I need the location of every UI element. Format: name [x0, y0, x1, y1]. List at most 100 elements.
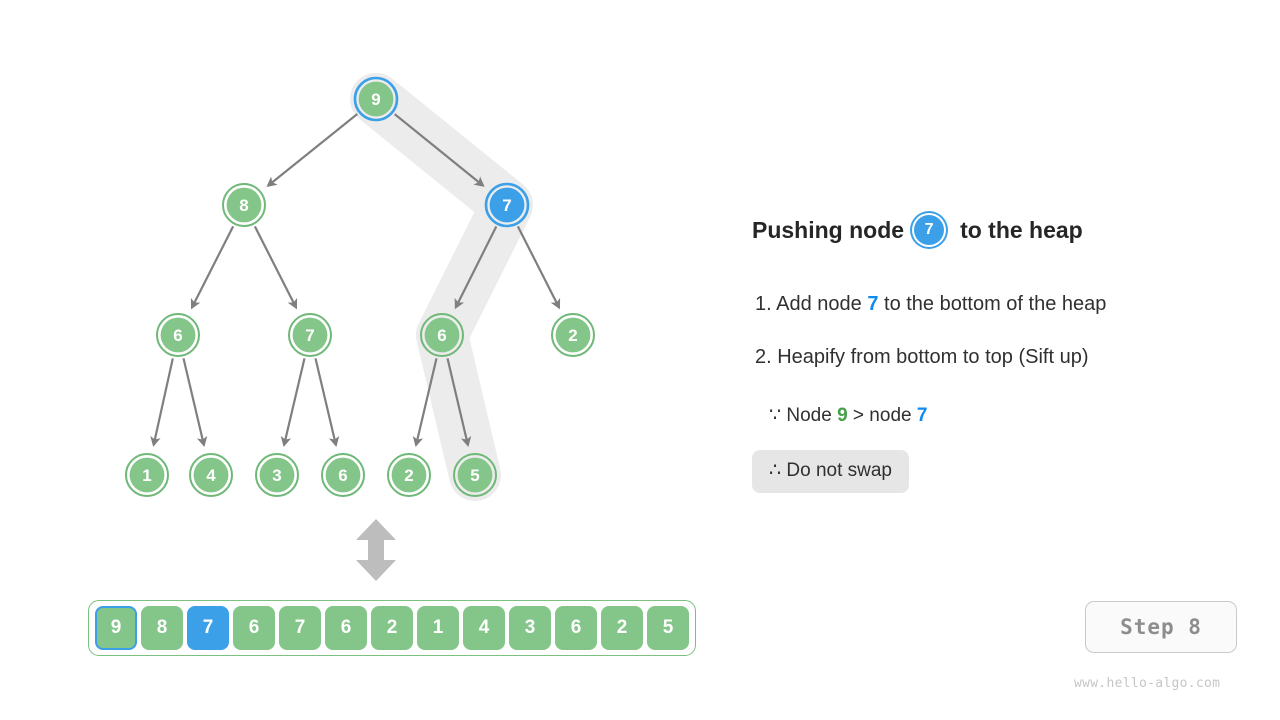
tree-edge	[454, 225, 498, 310]
node-body	[129, 457, 165, 493]
explanation-panel: Pushing node 7 to the heap 1. Add node 7…	[752, 0, 1252, 720]
tree-edge	[190, 225, 235, 310]
reason-prefix: Node	[781, 405, 838, 426]
reason-text: ∵ Node 9 > node 7	[769, 404, 927, 427]
heading-prefix: Pushing node	[752, 216, 905, 243]
node-body	[555, 317, 591, 353]
node-outer-ring	[156, 313, 200, 357]
node-body	[489, 187, 525, 223]
array-cell[interactable]: 6	[325, 606, 367, 650]
tree-node[interactable]: 6	[420, 313, 464, 357]
node-outer-ring	[387, 453, 431, 497]
reason-left-value: 9	[837, 405, 848, 426]
array-cell[interactable]: 3	[509, 606, 551, 650]
array-cell[interactable]: 2	[371, 606, 413, 650]
conclusion-label: Do not swap	[781, 460, 892, 481]
tree-edge	[412, 358, 438, 447]
node-outer-ring	[125, 453, 169, 497]
array-cell[interactable]: 9	[95, 606, 137, 650]
node-value: 9	[371, 90, 380, 109]
tree-edge	[516, 225, 561, 310]
tree-edge	[253, 225, 298, 310]
reason-operator: > node	[847, 405, 917, 426]
array-cell[interactable]: 7	[279, 606, 321, 650]
node-value: 2	[404, 466, 413, 485]
double-arrow-icon	[356, 519, 396, 581]
node-value: 6	[173, 326, 182, 345]
step-1-text: 1. Add node 7 to the bottom of the heap	[755, 293, 1106, 316]
tree-node[interactable]: 7	[484, 182, 530, 228]
tree-node[interactable]: 3	[255, 453, 299, 497]
node-value: 1	[142, 466, 151, 485]
array-cell[interactable]: 6	[555, 606, 597, 650]
watermark: www.hello-algo.com	[1074, 676, 1221, 691]
tree-node[interactable]: 2	[551, 313, 595, 357]
node-body	[259, 457, 295, 493]
heading-node-badge: 7	[914, 215, 945, 245]
array-cell[interactable]: 8	[141, 606, 183, 650]
node-value: 6	[437, 326, 446, 345]
node-body	[160, 317, 196, 353]
tree-edges	[150, 113, 561, 447]
tree-node[interactable]: 1	[125, 453, 169, 497]
node-body	[457, 457, 493, 493]
tree-edge	[150, 358, 174, 447]
tree-edge	[393, 113, 485, 187]
node-body	[358, 81, 394, 117]
node-outer-ring	[484, 182, 530, 228]
tree-node[interactable]: 6	[156, 313, 200, 357]
tree-node[interactable]: 5	[453, 453, 497, 497]
node-outer-ring	[189, 453, 233, 497]
because-symbol: ∵	[769, 405, 782, 426]
tree-node[interactable]: 9	[353, 76, 399, 122]
array-cell[interactable]: 7	[187, 606, 229, 650]
node-value: 5	[470, 466, 479, 485]
step-1-prefix: 1. Add node	[755, 293, 868, 315]
node-value: 7	[305, 326, 314, 345]
node-outer-ring	[321, 453, 365, 497]
page-title: Pushing node 7 to the heap	[752, 215, 1083, 245]
step-badge: Step 8	[1085, 601, 1237, 653]
node-outer-ring	[255, 453, 299, 497]
node-outer-ring	[420, 313, 464, 357]
node-outer-ring	[551, 313, 595, 357]
therefore-symbol: ∴	[769, 460, 782, 481]
tree-edge	[182, 358, 208, 447]
tree-node[interactable]: 2	[387, 453, 431, 497]
path-highlight-stroke	[350, 73, 533, 501]
node-outer-ring	[353, 76, 399, 122]
tree-edge	[446, 358, 472, 447]
node-value: 2	[568, 326, 577, 345]
node-body	[391, 457, 427, 493]
reason-right-value: 7	[916, 405, 928, 426]
node-body	[424, 317, 460, 353]
array-cell[interactable]: 4	[463, 606, 505, 650]
node-body	[226, 187, 262, 223]
node-value: 8	[239, 196, 248, 215]
node-body	[325, 457, 361, 493]
array-cell[interactable]: 1	[417, 606, 459, 650]
tree-edge	[314, 358, 340, 447]
node-value: 7	[502, 196, 511, 215]
tree-node[interactable]: 4	[189, 453, 233, 497]
node-value: 6	[338, 466, 347, 485]
array-cell[interactable]: 5	[647, 606, 689, 650]
node-outer-ring	[453, 453, 497, 497]
step-1-value: 7	[867, 293, 879, 315]
step-1-suffix: to the bottom of the heap	[878, 293, 1107, 315]
step-2-text: 2. Heapify from bottom to top (Sift up)	[755, 346, 1089, 368]
tree-node[interactable]: 8	[222, 183, 266, 227]
node-body	[193, 457, 229, 493]
node-body	[292, 317, 328, 353]
tree-node[interactable]: 7	[288, 313, 332, 357]
node-outer-ring	[288, 313, 332, 357]
tree-node[interactable]: 6	[321, 453, 365, 497]
array-cell[interactable]: 6	[233, 606, 275, 650]
tree-edge	[266, 113, 358, 187]
array-cell[interactable]: 2	[601, 606, 643, 650]
heading-suffix: to the heap	[960, 216, 1083, 243]
